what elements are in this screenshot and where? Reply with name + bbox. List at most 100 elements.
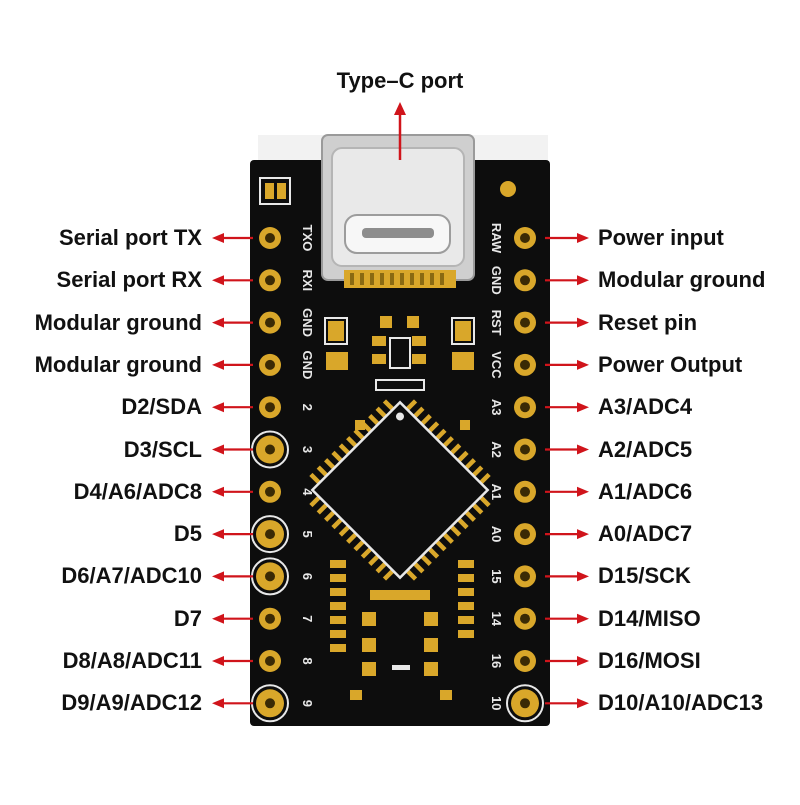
type-c-arrow <box>394 102 406 160</box>
right-pin-silk: RAW <box>489 223 504 254</box>
left-pin-label: D9/A9/ADC12 <box>61 690 202 716</box>
right-pin-silk: VCC <box>489 351 504 379</box>
left-arrow-head <box>212 698 224 709</box>
fiducial-dot <box>500 181 516 197</box>
pin-hole <box>520 613 530 624</box>
left-arrow-head <box>212 402 224 413</box>
pin-ring <box>506 684 544 723</box>
pin-hole <box>265 275 275 286</box>
right-pin-label: A3/ADC4 <box>598 394 693 420</box>
left-pin-silk: RXI <box>300 269 315 291</box>
left-pin-silk: 9 <box>300 700 315 707</box>
left-pin-label: D6/A7/ADC10 <box>61 563 202 589</box>
left-arrow-head <box>212 613 224 624</box>
pin-hole <box>520 275 530 286</box>
pcb-board <box>250 160 550 726</box>
type-c-connector <box>321 134 475 288</box>
left-pin-label: Serial port RX <box>56 267 202 293</box>
left-pin-silk: 6 <box>300 573 315 580</box>
left-pin-label: Modular ground <box>34 309 202 335</box>
right-pin-label: Power Output <box>598 351 743 377</box>
right-arrow-head <box>577 317 589 328</box>
left-pin-label: D5 <box>173 521 202 547</box>
left-pin-silk: 5 <box>300 530 315 537</box>
pin-hole <box>265 698 275 709</box>
pin-hole <box>265 233 275 243</box>
left-pin-label: D7 <box>173 605 202 631</box>
left-pin-label: D3/SCL <box>123 436 202 462</box>
pin-hole <box>520 529 530 540</box>
right-arrow-head <box>577 359 589 370</box>
right-pin-silk: A2 <box>489 441 504 458</box>
lower-components <box>330 560 474 700</box>
left-pin-silk: TXO <box>300 225 315 252</box>
right-arrow-head <box>577 656 589 666</box>
right-pin-label: Reset pin <box>598 309 698 335</box>
pin-hole <box>265 529 275 540</box>
right-pin-label: A0/ADC7 <box>598 521 693 547</box>
right-pin-silk: A1 <box>489 483 504 500</box>
right-pin-label: A2/ADC5 <box>598 436 693 462</box>
right-pin-label: D15/SCK <box>598 563 691 589</box>
left-pin-label: D4/A6/ADC8 <box>73 478 202 504</box>
right-arrow-head <box>577 402 589 413</box>
pin-hole <box>265 486 275 497</box>
pin-hole <box>520 402 530 413</box>
left-pin-label: Serial port TX <box>58 225 202 250</box>
pin-hole <box>520 359 530 370</box>
left-pin-silk: GND <box>300 350 315 379</box>
right-arrow-head <box>577 571 589 582</box>
pin-hole <box>265 613 275 624</box>
pin-hole <box>265 402 275 413</box>
right-pin-silk: 14 <box>489 611 504 626</box>
pin-hole <box>520 656 530 666</box>
right-pin-silk: GND <box>489 266 504 295</box>
left-pin-silk: 7 <box>300 615 315 622</box>
right-pin-silk: A0 <box>489 526 504 543</box>
pin-headers <box>251 227 544 723</box>
type-c-port-label: Type–C port <box>336 68 464 93</box>
left-arrow-head <box>212 529 224 540</box>
pin-hole <box>520 317 530 328</box>
pin-hole <box>265 359 275 370</box>
pin-hole <box>520 571 530 582</box>
right-pin-label: D14/MISO <box>598 605 701 631</box>
smd-components <box>324 316 475 430</box>
left-arrow-head <box>212 571 224 582</box>
right-pin-silk: RST <box>489 310 504 336</box>
left-pin-silk: 3 <box>300 446 315 453</box>
solder-jumper <box>259 177 291 205</box>
right-pin-label: Power input <box>598 225 724 250</box>
right-pin-silk: 10 <box>489 696 504 710</box>
pin-hole <box>265 444 275 455</box>
mcu-chip <box>309 399 491 581</box>
right-pin-label: D16/MOSI <box>598 648 701 673</box>
left-pin-silk: 8 <box>300 657 315 664</box>
left-arrow-head <box>212 275 224 286</box>
pin-hole <box>520 486 530 497</box>
pin-hole <box>265 317 275 328</box>
left-arrow-head <box>212 656 224 666</box>
right-arrow-head <box>577 486 589 497</box>
pin-hole <box>520 698 530 709</box>
left-pin-silk: 2 <box>300 404 315 411</box>
left-pin-label: Modular ground <box>34 351 202 377</box>
right-arrow-head <box>577 275 589 286</box>
left-pin-silk: GND <box>300 308 315 337</box>
left-pin-silk: 4 <box>300 488 315 496</box>
right-pin-silk: 16 <box>489 654 504 668</box>
right-pin-label: D10/A10/ADC13 <box>598 690 764 716</box>
left-pin-label: D2/SDA <box>121 394 202 420</box>
right-pin-label: Modular ground <box>598 267 766 293</box>
pin-hole <box>520 233 530 243</box>
left-arrow-head <box>212 317 224 328</box>
right-arrow-head <box>577 698 589 709</box>
left-arrow-head <box>212 233 224 243</box>
right-pin-label: A1/ADC6 <box>598 478 693 504</box>
right-arrow-head <box>577 529 589 540</box>
pin-hole <box>520 444 530 455</box>
left-arrow-head <box>212 486 224 497</box>
